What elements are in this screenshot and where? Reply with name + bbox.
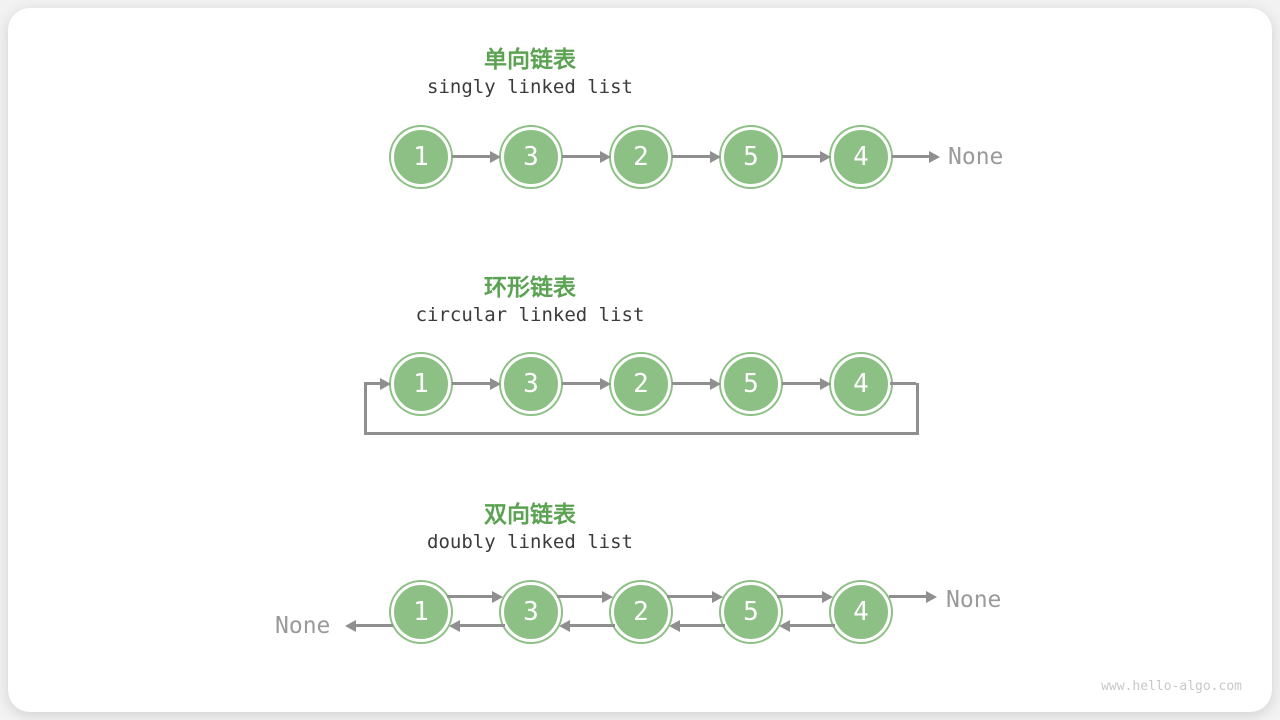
tail-null-arrow [892,155,930,158]
prev-pointer-arrow [569,624,615,627]
loop-connector-stub [890,382,916,385]
section-title-zh: 环形链表 [484,274,576,300]
list-node: 4 [831,127,891,187]
watermark-url: www.hello-algo.com [1101,679,1242,694]
next-pointer-arrow [452,155,491,158]
null-label: None [946,587,1002,613]
list-node: 4 [831,582,891,642]
list-node: 5 [721,582,781,642]
prev-pointer-arrow [789,624,835,627]
list-node: 3 [501,354,561,414]
next-pointer-arrow [782,155,821,158]
list-node: 3 [501,582,561,642]
prev-pointer-arrow [459,624,505,627]
next-pointer-arrow [672,382,711,385]
list-node: 3 [501,127,561,187]
tail-null-arrow [889,595,927,598]
list-node: 5 [721,354,781,414]
next-pointer-arrow [667,595,713,598]
prev-pointer-arrow [679,624,725,627]
section-subtitle-en: doubly linked list [427,531,633,553]
next-pointer-arrow [782,382,821,385]
section-title-zh: 双向链表 [484,501,576,527]
list-node: 1 [391,127,451,187]
section-subtitle-en: circular linked list [415,304,645,326]
null-label: None [275,613,331,639]
head-null-arrow [355,624,393,627]
null-label: None [948,144,1004,170]
next-pointer-arrow [562,382,601,385]
next-pointer-arrow [452,382,491,385]
list-node: 5 [721,127,781,187]
loop-connector [364,383,919,435]
list-node: 1 [391,354,451,414]
list-node: 2 [611,127,671,187]
list-node: 2 [611,354,671,414]
next-pointer-arrow [777,595,823,598]
section-title-zh: 单向链表 [484,46,576,72]
list-node: 2 [611,582,671,642]
next-pointer-arrow [447,595,493,598]
next-pointer-arrow [557,595,603,598]
loop-head-arrow [364,382,381,385]
next-pointer-arrow [672,155,711,158]
list-node: 4 [831,354,891,414]
section-subtitle-en: singly linked list [427,76,633,98]
next-pointer-arrow [562,155,601,158]
list-node: 1 [391,582,451,642]
